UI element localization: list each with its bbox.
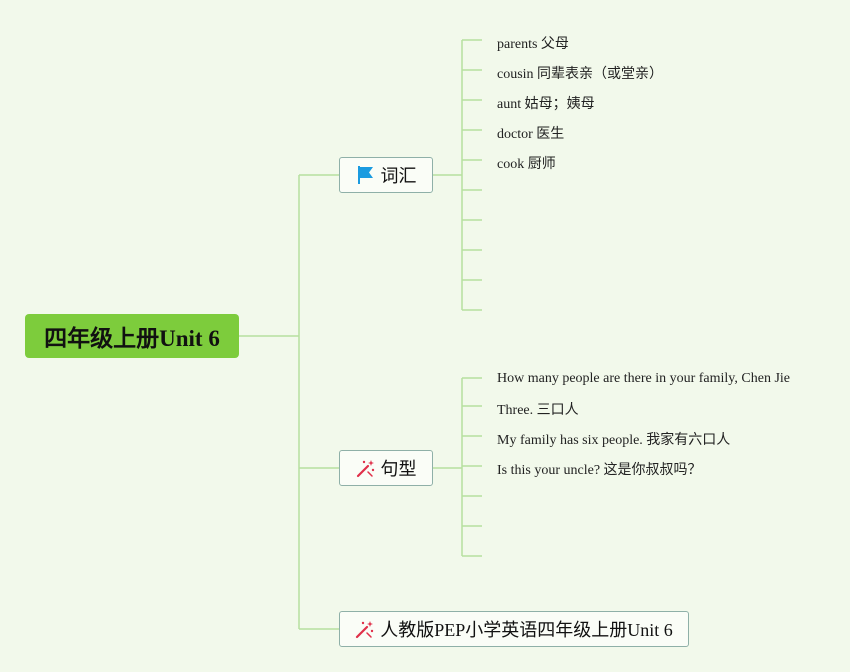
root-label: 四年级上册Unit 6 [44,326,220,351]
vocab-leaf[interactable]: aunt 姑母；姨母 [497,97,595,112]
vocab-label: 词汇 [380,166,417,186]
sentence-leaf[interactable]: Is this your uncle? 这是你叔叔吗？ [497,463,702,478]
vocab-node[interactable]: 词汇 [339,157,433,193]
vocab-leaf[interactable]: cousin 同辈表亲（或堂亲） [497,67,664,82]
vocab-leaf[interactable]: doctor 医生 [497,127,565,142]
root-node[interactable]: 四年级上册Unit 6 [25,314,239,358]
sentence-leaf[interactable]: Three. 三口人 [497,403,579,418]
source-label: 人教版PEP小学英语四年级上册Unit 6 [380,620,673,640]
source-node[interactable]: 人教版PEP小学英语四年级上册Unit 6 [339,611,689,647]
sentence-leaf[interactable]: My family has six people. 我家有六口人 [497,433,731,448]
magic-wand-icon [355,619,375,639]
flag-icon [356,165,376,185]
vocab-leaf[interactable]: cook 厨师 [497,157,556,172]
sentence-leaf[interactable]: How many people are there in your family… [497,371,791,386]
magic-wand-icon [356,458,376,478]
sentences-label: 句型 [380,459,417,479]
sentences-node[interactable]: 句型 [339,450,433,486]
vocab-leaf[interactable]: parents 父母 [497,37,569,52]
